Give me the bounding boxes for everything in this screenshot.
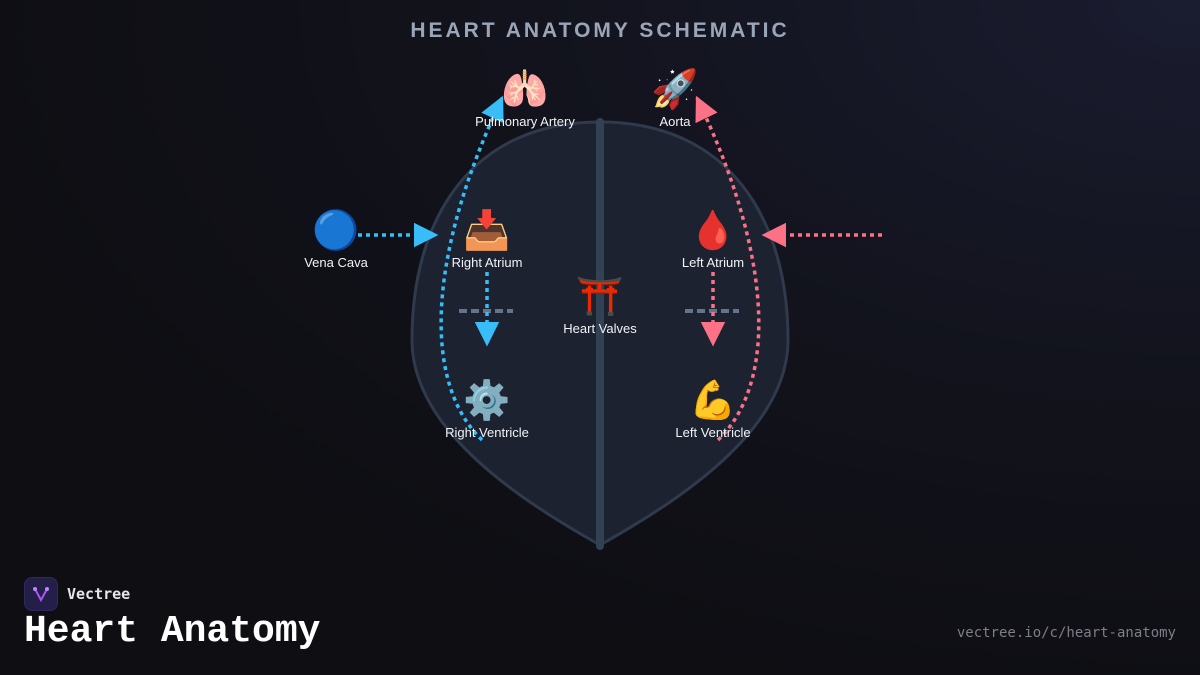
lungs-icon: 🫁 <box>501 69 549 111</box>
source-url[interactable]: vectree.io/c/heart-anatomy <box>956 625 1176 641</box>
node-label: Left Atrium <box>681 255 745 270</box>
blood-drop-icon: 🩸 <box>689 210 737 252</box>
node-label: Left Ventricle <box>675 425 751 440</box>
vectree-logo-icon <box>24 577 58 611</box>
node-label: Heart Valves <box>563 321 637 336</box>
node-label: Aorta <box>659 114 691 129</box>
node-label: Vena Cava <box>304 255 368 270</box>
blue-circle-icon: 🔵 <box>312 210 360 252</box>
diagram-title: HEART ANATOMY SCHEMATIC <box>410 19 790 42</box>
node-vena-cava[interactable]: 🔵 Vena Cava <box>304 209 368 270</box>
node-left-atrium[interactable]: 🩸 Left Atrium <box>682 209 744 270</box>
rocket-icon: 🚀 <box>651 69 699 111</box>
inbox-tray-icon: 📥 <box>463 210 511 252</box>
node-label: Right Atrium <box>451 255 523 270</box>
arrow-rv-pulmonary <box>439 95 504 442</box>
arrow-lv-aorta <box>695 95 761 442</box>
page-title: Heart Anatomy <box>24 610 321 653</box>
node-aorta[interactable]: 🚀 Aorta <box>651 68 698 129</box>
node-label: Right Ventricle <box>445 425 529 440</box>
brand-name: Vectree <box>67 585 131 603</box>
vectree-logo-glyph <box>33 587 49 603</box>
node-label: Pulmonary Artery <box>475 114 575 129</box>
brand: Vectree <box>24 577 130 611</box>
node-right-ventricle[interactable]: ⚙️ Right Ventricle <box>445 379 529 440</box>
node-right-atrium[interactable]: 📥 Right Atrium <box>452 209 523 270</box>
node-left-ventricle[interactable]: 💪 Left Ventricle <box>675 379 750 440</box>
node-pulmonary-artery[interactable]: 🫁 Pulmonary Artery <box>475 68 575 129</box>
gear-icon: ⚙️ <box>463 380 511 422</box>
node-heart-valves[interactable]: ⛩️ Heart Valves <box>563 275 636 336</box>
torii-gate-icon: ⛩️ <box>576 276 624 318</box>
flexed-bicep-icon: 💪 <box>689 380 737 422</box>
